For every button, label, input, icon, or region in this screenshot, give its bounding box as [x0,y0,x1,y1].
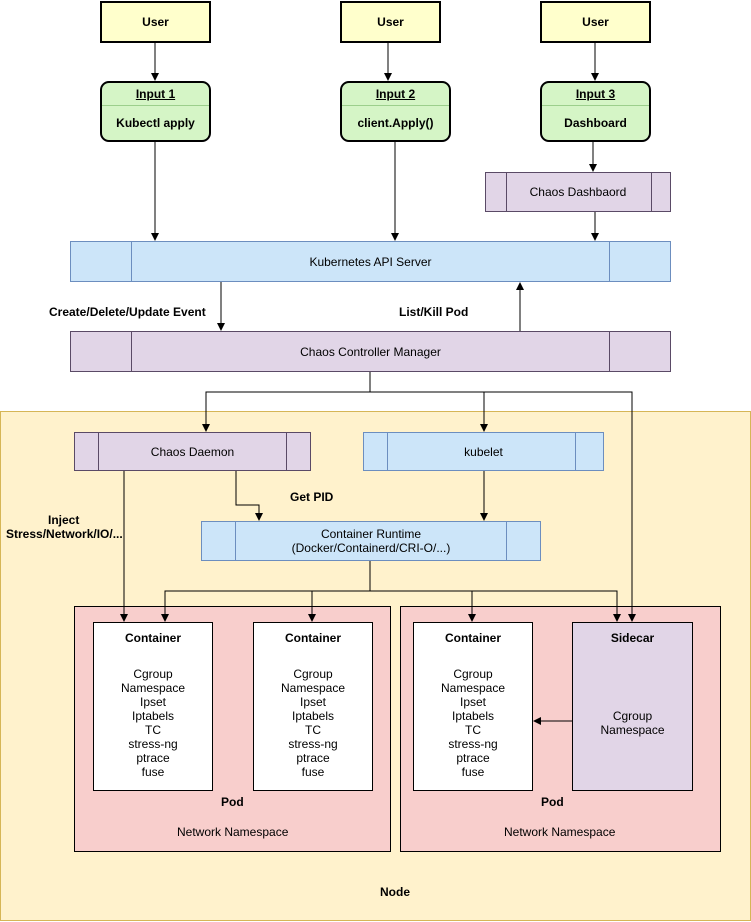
arrow-daemon-runtime [235,471,263,521]
arrow-runtime-container3 [370,590,476,622]
container-3-item: Iptabels [451,709,495,723]
get-pid-label: Get PID [290,490,334,504]
chaos-dashboard-label: Chaos Dashbaord [529,185,627,199]
container-runtime-box: Container Runtime (Docker/Containerd/CRI… [201,521,541,561]
container-box-2: Container Cgroup Namespace Ipset Iptabel… [253,622,373,791]
container-1-item: TC [145,723,161,737]
container-2-item: Namespace [280,681,346,695]
user-box-2: User [340,1,441,43]
arrow-runtime-sidecar [472,590,621,622]
container-box-3: Container Cgroup Namespace Ipset Iptabel… [413,622,533,791]
input-2-title: Input 2 [342,83,449,106]
input-2-body: client.Apply() [357,115,434,130]
input-1-title: Input 1 [102,83,209,106]
input-box-3: Input 3 Dashboard [540,81,651,142]
user-box-3: User [540,1,651,43]
arrow-controller-daemon [202,372,371,432]
container-1-item: Ipset [139,695,166,709]
kubelet-box: kubelet [363,432,604,471]
chaos-daemon-label: Chaos Daemon [150,444,235,459]
container-box-1: Container Cgroup Namespace Ipset Iptabel… [93,622,213,791]
container-3-item: ptrace [456,751,490,765]
arrow-controller-kubelet [370,391,488,432]
container-2-item: Cgroup [293,667,333,681]
pod-right-label: Pod [541,795,564,809]
input-3-title: Input 3 [542,83,649,106]
container-1-item: ptrace [136,751,170,765]
container-3-item: Namespace [440,681,506,695]
container-runtime-label: Container Runtime (Docker/Containerd/CRI… [202,522,540,560]
container-2-item: fuse [301,765,325,779]
user-box-1: User [100,1,211,43]
network-namespace-left: Network Namespace [177,825,289,839]
container-3-item: fuse [461,765,485,779]
container-2-title: Container [284,631,341,645]
runtime-line-1: Container Runtime [320,527,422,541]
input-3-body: Dashboard [564,115,627,130]
container-1-item: stress-ng [128,737,178,751]
sidecar-item: Cgroup [612,709,653,723]
controller-manager-label: Chaos Controller Manager [300,344,441,359]
container-3-item: Ipset [459,695,486,709]
sidecar-box: Sidecar Cgroup Namespace [572,622,693,791]
kubelet-label: kubelet [464,444,503,459]
input-box-1: Input 1 Kubectl apply [100,81,211,142]
pod-left-label: Pod [221,795,244,809]
container-1-item: Iptabels [131,709,175,723]
container-3-item: stress-ng [448,737,498,751]
container-2-item: TC [305,723,321,737]
sidecar-title: Sidecar [610,631,655,645]
api-server-box: Kubernetes API Server [70,241,671,282]
container-1-item: Namespace [120,681,186,695]
container-3-title: Container [444,631,501,645]
container-3-item: TC [465,723,481,737]
container-2-item: ptrace [296,751,330,765]
inject-label-1: Inject [48,513,80,527]
input-1-body: Kubectl apply [116,115,195,130]
create-event-label: Create/Delete/Update Event [49,305,206,319]
input-box-2: Input 2 client.Apply() [340,81,451,142]
controller-manager-box: Chaos Controller Manager [70,331,671,372]
container-1-item: Cgroup [133,667,173,681]
container-3-item: Cgroup [453,667,493,681]
chaos-dashboard-box: Chaos Dashbaord [485,172,671,212]
container-2-item: stress-ng [288,737,338,751]
node-label: Node [380,885,410,899]
container-2-item: Ipset [299,695,326,709]
container-2-item: Iptabels [291,709,335,723]
arrow-runtime-container1 [161,561,371,622]
sidecar-item: Namespace [600,723,665,737]
api-server-label: Kubernetes API Server [309,254,432,269]
arrow-controller-sidecar [484,391,636,622]
chaos-daemon-box: Chaos Daemon [74,432,311,471]
inject-label-2: Stress/Network/IO/... [6,527,123,541]
list-kill-label: List/Kill Pod [399,305,469,319]
runtime-line-2: (Docker/Containerd/CRI-O/...) [291,541,451,555]
container-1-title: Container [124,631,181,645]
container-1-item: fuse [141,765,165,779]
network-namespace-right: Network Namespace [504,825,616,839]
